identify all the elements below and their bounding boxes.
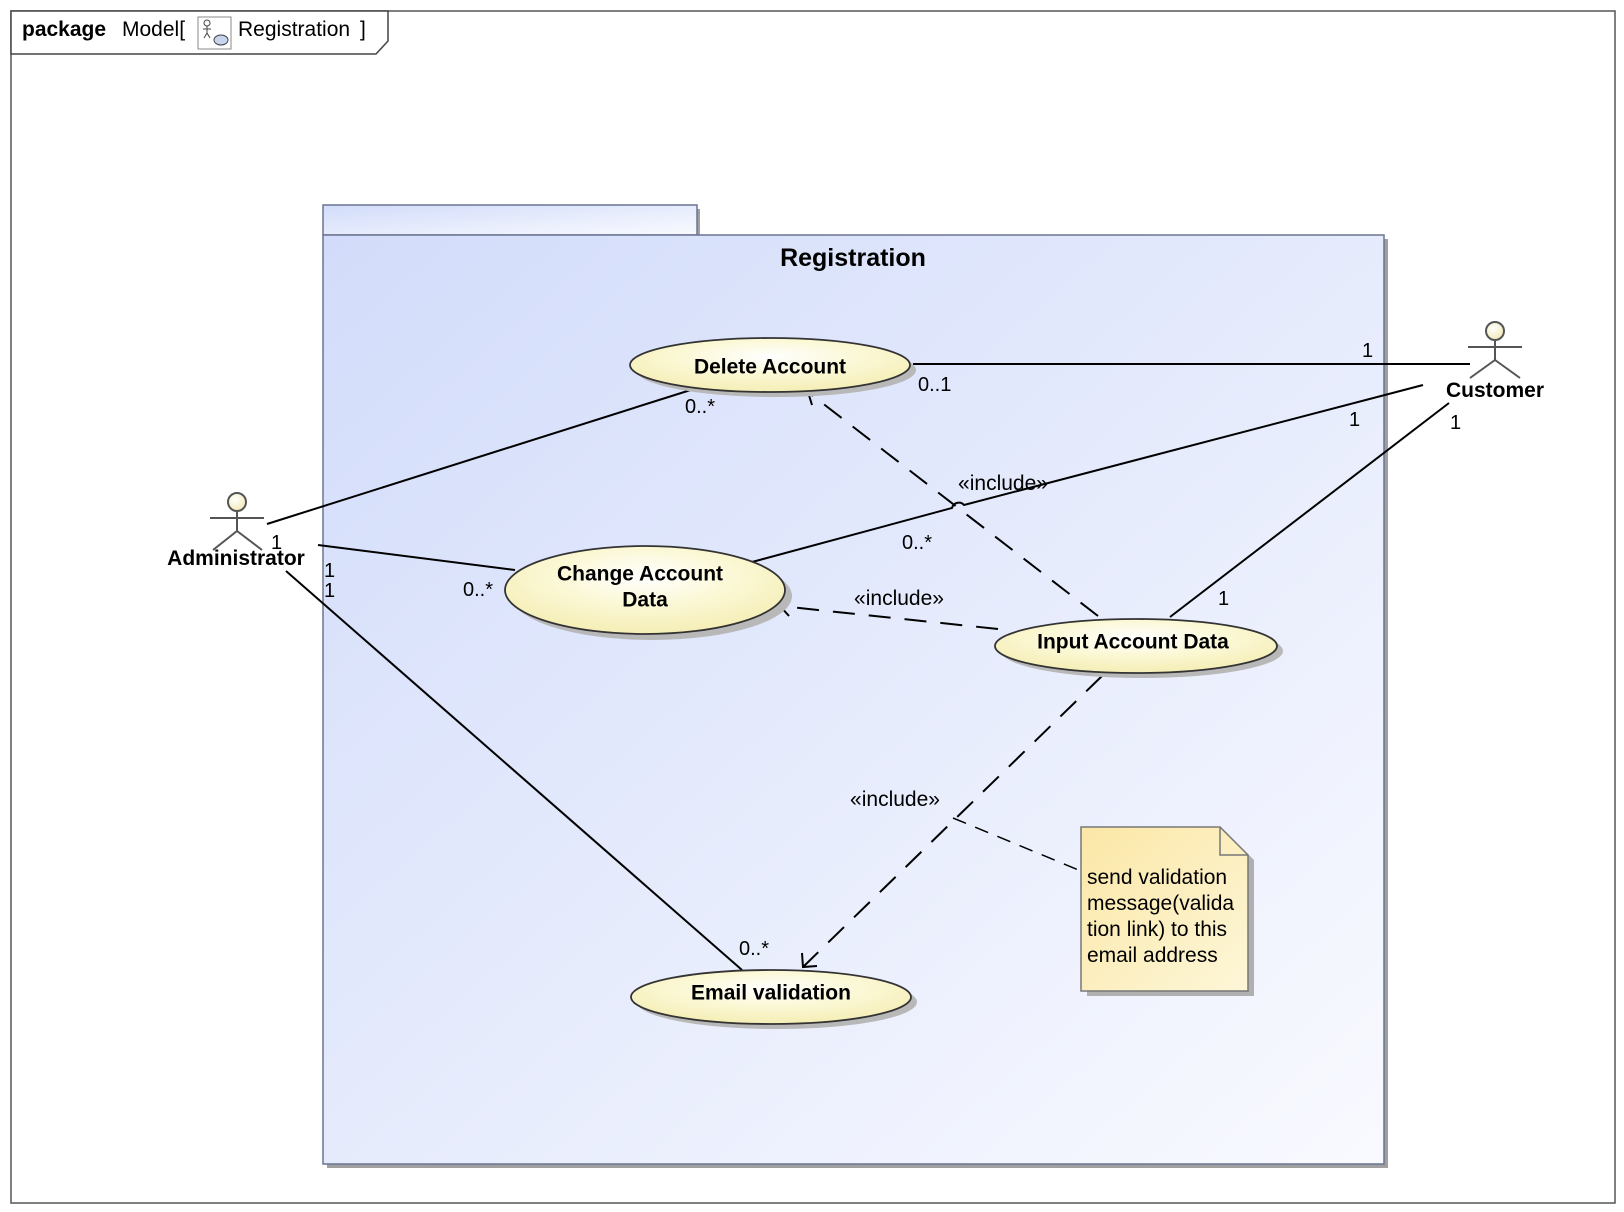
multiplicities: 1 0..* 1 0..* 1 0..* 1 0..1 1 0..* 1 1 <box>271 340 1461 960</box>
include-input-to-change <box>779 605 999 630</box>
use-case-change-account-data[interactable]: Change Account Data <box>504 545 792 640</box>
multiplicity-customer-input-uc-end: 1 <box>1218 588 1229 610</box>
note-text-line3: tion link) to this <box>1087 918 1227 941</box>
actor-customer-label: Customer <box>1446 379 1544 402</box>
use-case-change-account-data-label-line2: Data <box>622 589 668 612</box>
multiplicity-customer-input-customer-end: 1 <box>1450 412 1461 434</box>
frame-close-bracket: ] <box>360 18 366 41</box>
multiplicity-customer-delete-uc-end: 0..1 <box>918 374 951 396</box>
stick-figure-icon <box>210 492 264 551</box>
association-admin-change-account-data <box>317 544 516 571</box>
multiplicity-customer-delete-customer-end: 1 <box>1362 340 1373 362</box>
actor-administrator-label: Administrator <box>167 547 305 570</box>
note-text-line4: email address <box>1087 944 1218 967</box>
multiplicity-customer-change-customer-end: 1 <box>1349 409 1360 431</box>
include-label-change: «include» <box>854 587 944 610</box>
associations <box>266 363 1470 971</box>
multiplicity-admin-email-admin-end: 1 <box>324 580 335 602</box>
stick-figure-icon <box>1468 321 1522 379</box>
include-input-to-delete <box>807 391 1099 617</box>
include-arrowhead-email <box>801 952 818 969</box>
multiplicity-admin-delete-admin-end: 1 <box>271 532 282 554</box>
multiplicity-customer-change-uc-end: 0..* <box>902 532 932 554</box>
use-case-delete-account[interactable]: Delete Account <box>629 337 916 397</box>
use-case-email-validation[interactable]: Email validation <box>630 969 917 1029</box>
association-admin-delete-account <box>266 387 698 525</box>
association-customer-input-account-data <box>1169 402 1450 618</box>
multiplicity-admin-delete-uc-end: 0..* <box>685 396 715 418</box>
include-label-delete: «include» <box>958 472 1048 495</box>
actor-administrator[interactable]: Administrator <box>167 492 305 570</box>
frame-keyword: package <box>22 18 106 41</box>
frame-model-label: Model[ <box>122 18 185 41</box>
use-case-input-account-data-label: Input Account Data <box>1037 631 1229 654</box>
include-label-email: «include» <box>850 788 940 811</box>
association-customer-change-account-data <box>751 384 1424 563</box>
use-case-email-validation-label: Email validation <box>691 982 851 1005</box>
use-case-diagram-icon <box>197 16 232 50</box>
frame-diagram-name: Registration <box>238 18 350 41</box>
use-case-input-account-data[interactable]: Input Account Data <box>994 618 1283 678</box>
use-case-delete-account-label: Delete Account <box>694 356 846 379</box>
package-title: Registration <box>780 244 926 272</box>
note-text-line2: message(valida <box>1087 892 1234 915</box>
actor-customer[interactable]: Customer <box>1446 321 1544 402</box>
note-text-line1: send validation <box>1087 866 1227 889</box>
multiplicity-admin-change-admin-end: 1 <box>324 560 335 582</box>
use-case-change-account-data-label-line1: Change Account <box>557 563 723 586</box>
validation-note[interactable]: send validation message(valida tion link… <box>1080 826 1254 996</box>
multiplicity-admin-change-uc-end: 0..* <box>463 579 493 601</box>
multiplicity-admin-email-uc-end: 0..* <box>739 938 769 960</box>
association-admin-email-validation <box>285 570 743 971</box>
